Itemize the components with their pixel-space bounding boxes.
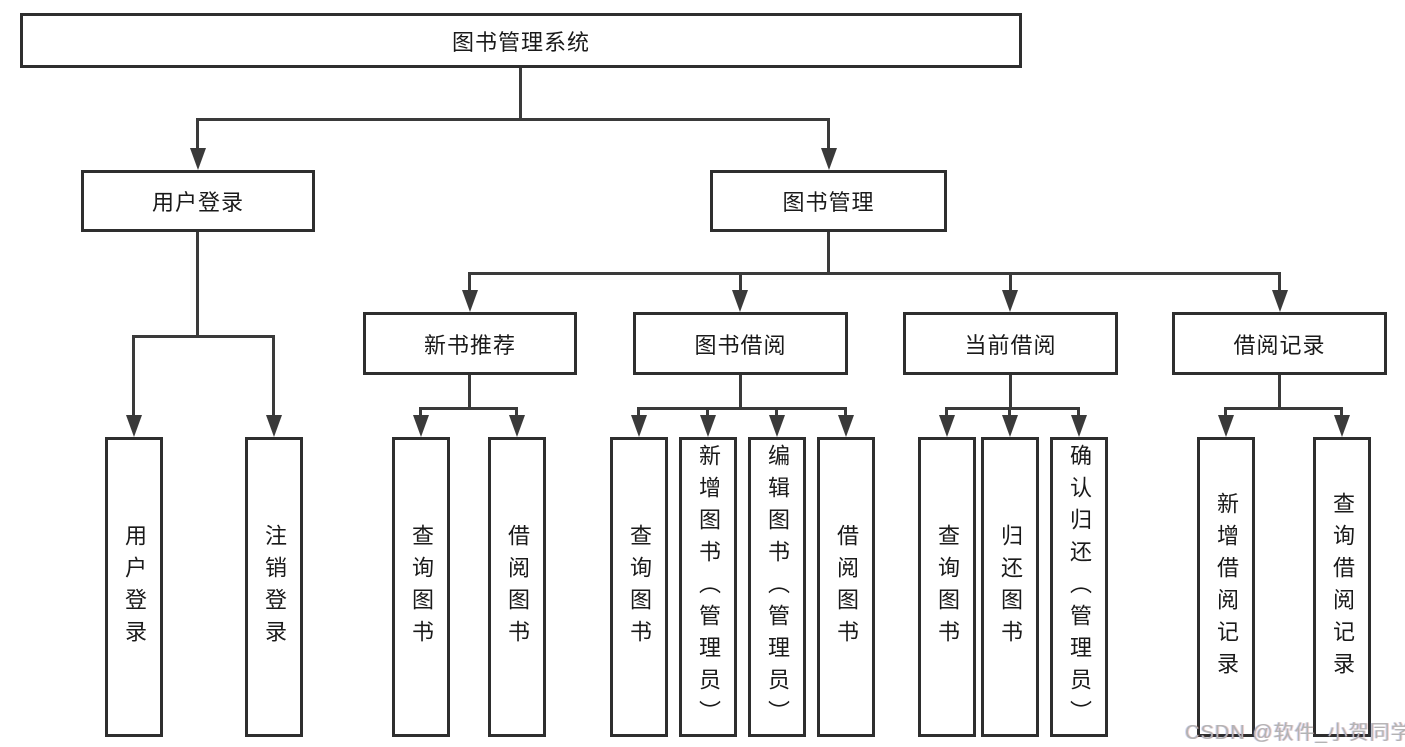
connector-stem-book-management <box>827 232 830 275</box>
leaf-cb-return-books: 归还图书 <box>981 437 1039 737</box>
leaf-bb-borrow-books: 借阅图书 <box>817 437 875 737</box>
csdn-watermark: CSDN @软件_小贺同学 <box>1185 722 1405 744</box>
connector-rail-level3 <box>468 272 1281 275</box>
arrowhead-down-cb-confirm <box>1071 415 1087 437</box>
node-book-management: 图书管理 <box>710 170 947 232</box>
leaf-bb-add-books-admin: 新增图书（管理员） <box>679 437 737 737</box>
leaf-br-add-record: 新增借阅记录 <box>1197 437 1255 737</box>
leaf-nb-query-books: 查询图书 <box>392 437 450 737</box>
arrowhead-down-current-borrow <box>1002 290 1018 312</box>
connector-rail-new-book-recommend <box>419 407 518 410</box>
connector-stem-borrow-records <box>1278 375 1281 410</box>
arrowhead-down-bb-query <box>631 415 647 437</box>
arrowhead-down-bb-edit <box>769 415 785 437</box>
arrowhead-down-nb-borrow <box>509 415 525 437</box>
arrowhead-down-logout <box>266 415 282 437</box>
leaf-br-query-record: 查询借阅记录 <box>1313 437 1371 737</box>
arrowhead-down-user-login <box>190 148 206 170</box>
connector-shaft-cb-return <box>1008 407 1011 419</box>
arrowhead-down-bb-add <box>700 415 716 437</box>
arrowhead-down-cb-query <box>939 415 955 437</box>
connector-shaft-logout <box>272 335 275 415</box>
node-root-library-system: 图书管理系统 <box>20 13 1022 68</box>
connector-stem-root <box>519 68 522 118</box>
arrowhead-down-book-borrow <box>732 290 748 312</box>
arrowhead-down-new-book-recommend <box>462 290 478 312</box>
connector-shaft-borrow-records <box>1278 272 1281 292</box>
connector-shaft-nb-query <box>419 407 422 419</box>
leaf-user-login: 用户登录 <box>105 437 163 737</box>
connector-rail-book-borrow <box>637 407 847 410</box>
arrowhead-down-bb-borrow <box>838 415 854 437</box>
connector-stem-user-login <box>196 232 199 335</box>
arrowhead-down-br-add <box>1218 415 1234 437</box>
connector-shaft-cb-query <box>945 407 948 419</box>
leaf-bb-edit-books-admin: 编辑图书（管理员） <box>748 437 806 737</box>
connector-shaft-user-login <box>196 118 199 150</box>
connector-stem-current-borrow <box>1009 375 1012 410</box>
connector-stem-new-book-recommend <box>468 375 471 410</box>
node-user-login: 用户登录 <box>81 170 315 232</box>
connector-shaft-bb-edit <box>775 407 778 419</box>
arrowhead-down-login <box>126 415 142 437</box>
connector-rail-level2 <box>197 118 830 121</box>
connector-shaft-current-borrow <box>1009 272 1012 292</box>
leaf-cb-confirm-return-admin: 确认归还（管理员） <box>1050 437 1108 737</box>
connector-rail-current-borrow <box>945 407 1080 410</box>
arrowhead-down-cb-return <box>1002 415 1018 437</box>
leaf-nb-borrow-books: 借阅图书 <box>488 437 546 737</box>
leaf-cb-query-books: 查询图书 <box>918 437 976 737</box>
connector-shaft-br-add <box>1224 407 1227 419</box>
node-borrow-records: 借阅记录 <box>1172 312 1387 375</box>
connector-shaft-br-query <box>1340 407 1343 419</box>
connector-shaft-cb-confirm <box>1077 407 1080 419</box>
node-new-book-recommend: 新书推荐 <box>363 312 577 375</box>
connector-shaft-book-borrow <box>739 272 742 292</box>
connector-shaft-login <box>132 335 135 415</box>
connector-stem-book-borrow <box>739 375 742 410</box>
connector-shaft-bb-borrow <box>844 407 847 419</box>
arrowhead-down-br-query <box>1334 415 1350 437</box>
connector-shaft-new-book-recommend <box>468 272 471 292</box>
arrowhead-down-borrow-records <box>1272 290 1288 312</box>
leaf-logout: 注销登录 <box>245 437 303 737</box>
connector-rail-user-login <box>132 335 275 338</box>
node-book-borrow: 图书借阅 <box>633 312 848 375</box>
connector-shaft-bb-query <box>637 407 640 419</box>
connector-rail-borrow-records <box>1224 407 1343 410</box>
arrowhead-down-book-management <box>821 148 837 170</box>
node-current-borrow: 当前借阅 <box>903 312 1118 375</box>
arrowhead-down-nb-query <box>413 415 429 437</box>
connector-shaft-book-management <box>827 118 830 150</box>
connector-shaft-nb-borrow <box>515 407 518 419</box>
connector-shaft-bb-add <box>706 407 709 419</box>
leaf-bb-query-books: 查询图书 <box>610 437 668 737</box>
